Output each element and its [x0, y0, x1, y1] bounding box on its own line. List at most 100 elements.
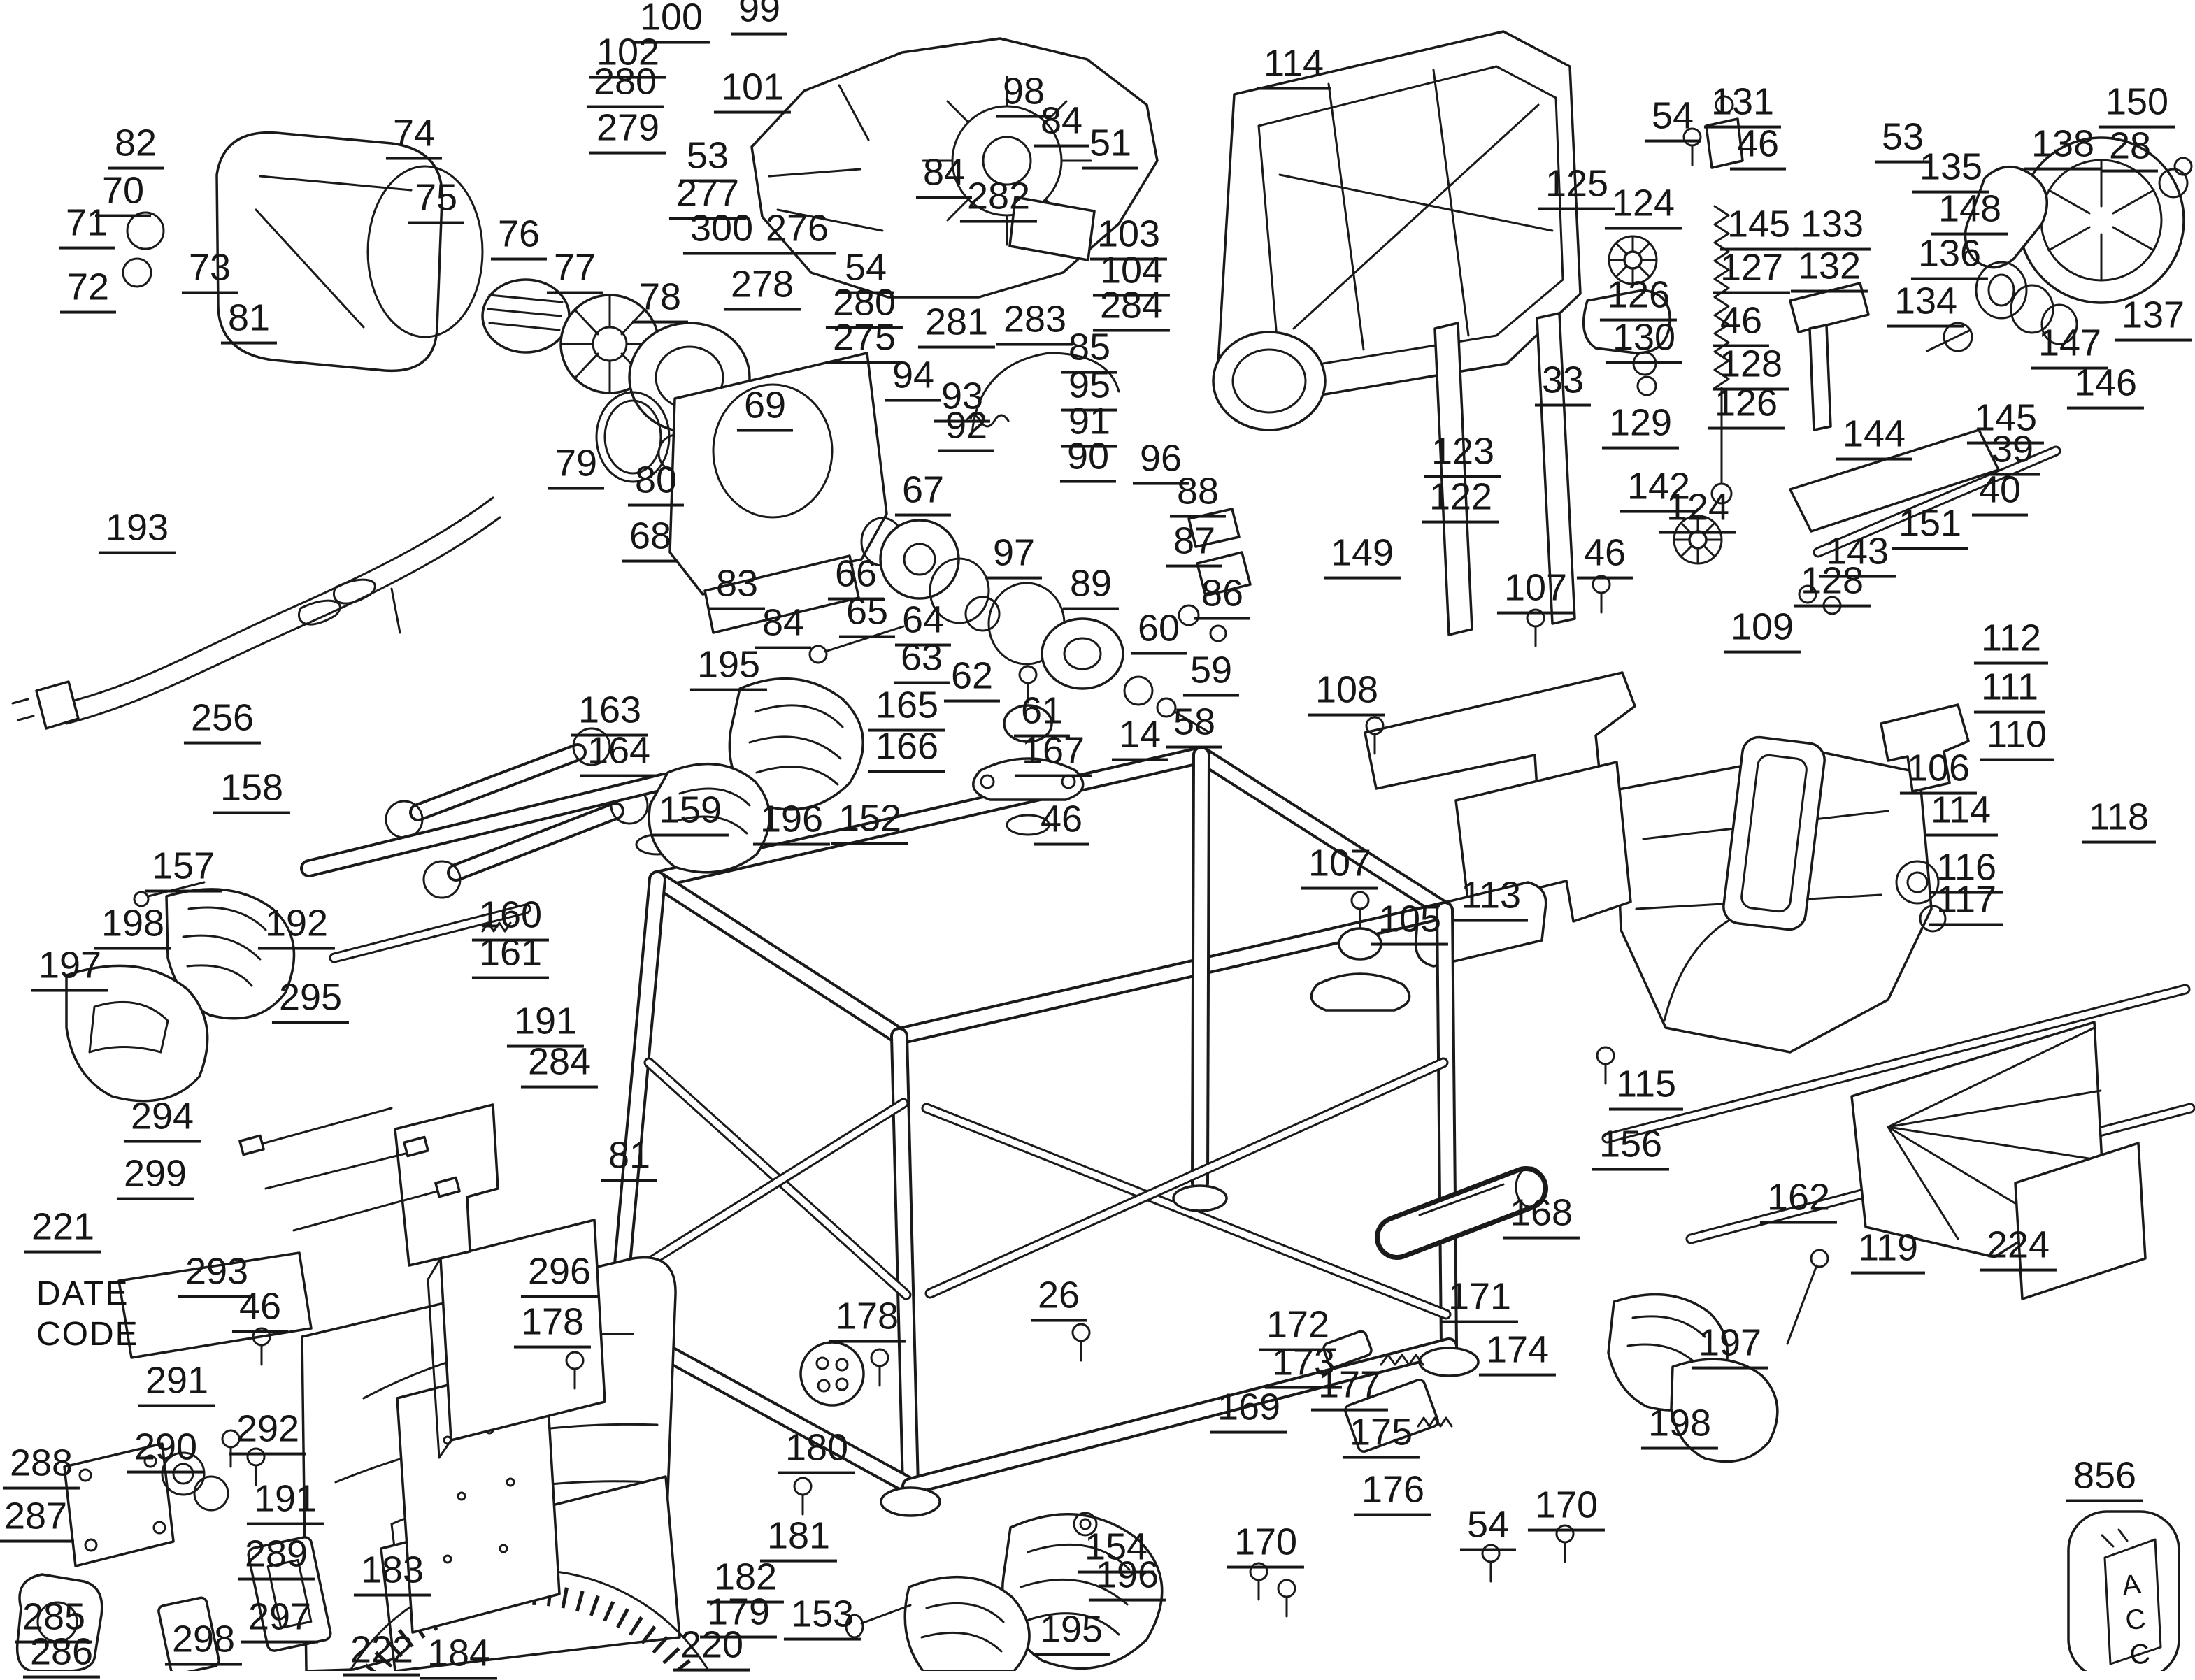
part-label-111: 111	[1973, 666, 2046, 714]
part-label-90: 90	[1059, 436, 1117, 483]
part-label-156: 156	[1592, 1123, 1670, 1171]
part-label-183: 183	[353, 1549, 431, 1597]
part-label-282: 282	[959, 175, 1038, 223]
blade-cover-parts	[1926, 136, 2193, 352]
part-label-154: 154	[1077, 1526, 1155, 1574]
part-label-80: 80	[627, 459, 685, 507]
part-label-46: 46	[1729, 123, 1787, 171]
motor-covers-left	[65, 888, 296, 1103]
part-label-81: 81	[220, 297, 278, 345]
part-label-84: 84	[755, 602, 812, 649]
part-label-146: 146	[2066, 362, 2145, 410]
part-label-63: 63	[893, 637, 950, 684]
part-label-100: 100	[632, 0, 710, 44]
part-label-293: 293	[178, 1251, 256, 1298]
part-label-73: 73	[181, 247, 238, 294]
spreader-bracket-parts	[1178, 508, 1252, 642]
part-label-65: 65	[838, 591, 896, 638]
part-label-193: 193	[98, 507, 176, 554]
part-label-39: 39	[1984, 429, 2041, 476]
part-label-297: 297	[241, 1596, 319, 1644]
acc-letter-c2: C	[2128, 1638, 2152, 1672]
part-label-162: 162	[1759, 1177, 1838, 1224]
part-label-285: 285	[15, 1596, 93, 1644]
date-code-sticker-text: DATE CODE	[36, 1274, 139, 1354]
part-label-75: 75	[408, 177, 465, 224]
part-label-167: 167	[1014, 730, 1092, 777]
part-label-289: 289	[237, 1533, 315, 1581]
part-label-143: 143	[1818, 531, 1896, 578]
part-label-151: 151	[1891, 503, 1969, 550]
part-label-134: 134	[1887, 280, 1965, 328]
power-cord	[11, 496, 501, 730]
acc-letter-c1: C	[2123, 1603, 2148, 1637]
part-label-93: 93	[934, 375, 991, 423]
side-frame-panel-114	[1212, 30, 1582, 431]
part-label-33: 33	[1534, 359, 1592, 407]
part-label-196: 196	[752, 798, 831, 846]
part-label-158: 158	[213, 767, 291, 814]
part-label-101: 101	[713, 66, 792, 114]
part-label-153: 153	[783, 1593, 861, 1641]
part-label-133: 133	[1793, 203, 1871, 251]
part-label-276: 276	[758, 208, 836, 255]
part-label-148: 148	[1931, 188, 2009, 236]
part-label-300: 300	[682, 208, 761, 255]
part-label-191: 191	[506, 1000, 585, 1048]
part-label-149: 149	[1323, 532, 1401, 580]
part-label-107: 107	[1496, 567, 1575, 615]
date-code-line-1: DATE	[36, 1275, 129, 1312]
part-label-68: 68	[622, 515, 679, 563]
part-label-66: 66	[827, 553, 885, 601]
part-label-281: 281	[917, 301, 996, 349]
part-label-198: 198	[1640, 1402, 1719, 1450]
part-label-124: 124	[1659, 487, 1737, 534]
part-label-124: 124	[1604, 182, 1682, 230]
part-label-164: 164	[580, 730, 658, 777]
part-label-178: 178	[513, 1301, 592, 1349]
part-label-53: 53	[1874, 116, 1931, 164]
part-label-142: 142	[1620, 466, 1698, 513]
part-label-181: 181	[759, 1515, 838, 1563]
part-label-220: 220	[673, 1624, 751, 1672]
part-label-58: 58	[1166, 701, 1223, 749]
part-label-179: 179	[699, 1591, 778, 1639]
part-label-54: 54	[837, 247, 894, 294]
part-label-196: 196	[1088, 1554, 1166, 1602]
part-label-86: 86	[1194, 573, 1251, 620]
part-label-122: 122	[1422, 476, 1500, 524]
part-label-106: 106	[1899, 747, 1978, 795]
part-label-127: 127	[1713, 247, 1791, 294]
part-label-62: 62	[943, 655, 1001, 703]
part-label-174: 174	[1478, 1329, 1557, 1377]
part-label-275: 275	[825, 317, 903, 364]
part-label-288: 288	[2, 1442, 80, 1490]
part-label-145: 145	[1719, 203, 1798, 251]
part-label-46: 46	[1576, 532, 1633, 580]
part-label-290: 290	[127, 1426, 205, 1474]
part-label-119: 119	[1850, 1227, 1926, 1275]
part-label-283: 283	[996, 299, 1074, 346]
part-label-291: 291	[138, 1360, 216, 1407]
part-label-72: 72	[59, 266, 117, 314]
part-label-46: 46	[1713, 300, 1770, 347]
part-label-129: 129	[1601, 402, 1680, 450]
part-label-195: 195	[1032, 1609, 1110, 1656]
part-label-77: 77	[546, 247, 603, 294]
part-label-195: 195	[689, 644, 768, 691]
part-label-128: 128	[1712, 343, 1790, 391]
part-label-40: 40	[1971, 469, 2029, 517]
part-label-107: 107	[1301, 842, 1379, 890]
part-label-54: 54	[1644, 95, 1701, 143]
part-label-110: 110	[1979, 714, 2054, 761]
part-label-89: 89	[1062, 563, 1120, 610]
part-label-177: 177	[1310, 1364, 1389, 1412]
part-label-91: 91	[1061, 401, 1118, 448]
part-label-104: 104	[1092, 250, 1171, 297]
part-label-26: 26	[1030, 1275, 1087, 1322]
part-label-138: 138	[2024, 123, 2102, 171]
part-label-176: 176	[1354, 1469, 1432, 1516]
part-label-192: 192	[257, 903, 336, 950]
part-label-856: 856	[2066, 1455, 2144, 1502]
